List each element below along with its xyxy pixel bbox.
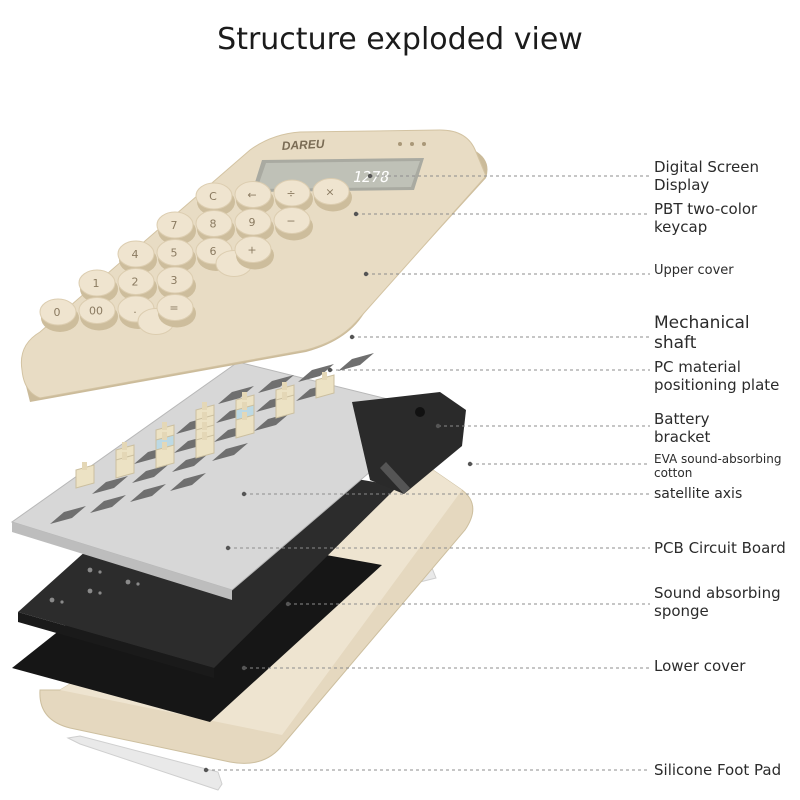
keycap-legend: 5 — [171, 247, 178, 260]
diagram-title: Structure exploded view — [217, 22, 583, 57]
pcb-pad — [98, 570, 102, 574]
keycap-legend: C — [209, 190, 217, 203]
keycap: 8 — [195, 210, 235, 244]
keycap: ÷ — [273, 179, 313, 213]
keycap-legend: 0 — [54, 306, 61, 319]
keycap: 3 — [156, 266, 196, 300]
brand-logo: DAREU — [281, 137, 325, 153]
keycap-legend: 3 — [171, 274, 178, 287]
switch-stem — [162, 422, 167, 430]
keycap: 7 — [156, 211, 196, 245]
label-pc-positioning-plate: PC material positioning plate — [654, 358, 780, 394]
switch-stem — [242, 412, 247, 420]
pcb-pad — [49, 597, 55, 603]
keycap: ← — [234, 181, 274, 215]
keycap-legend: 6 — [210, 245, 217, 258]
switch-stem — [282, 392, 287, 400]
keycap-legend: 7 — [171, 219, 178, 232]
keycap: 0 — [39, 298, 79, 332]
label-pcb-circuit-board: PCB Circuit Board — [654, 539, 786, 557]
mechanical-switches-part — [75, 372, 335, 489]
label-battery-bracket: Battery bracket — [654, 410, 711, 446]
keycap: 1 — [78, 269, 118, 303]
plate-hole — [90, 495, 126, 513]
switch-stem — [162, 432, 167, 440]
label-lower-cover: Lower cover — [654, 657, 746, 675]
keycap: × — [312, 178, 352, 212]
plate-hole — [212, 443, 248, 461]
keycap-legend: 9 — [249, 216, 256, 229]
plate-hole — [258, 375, 294, 393]
label-sound-absorbing-sponge: Sound absorbing sponge — [654, 584, 781, 620]
keycap-legend: ← — [247, 189, 256, 202]
switch-stem — [202, 422, 207, 430]
label-satellite-axis: satellite axis — [654, 486, 743, 502]
label-mechanical-shaft: Mechanical shaft — [654, 313, 750, 354]
keycap-legend: 00 — [89, 305, 103, 318]
keycap-legend: 1 — [93, 277, 100, 290]
keycap-legend: × — [325, 186, 334, 199]
switch-stem — [202, 402, 207, 410]
pcb-pad — [60, 600, 64, 604]
pcb-pad — [87, 567, 93, 573]
keycap: + — [215, 236, 274, 277]
plate-hole — [172, 454, 208, 472]
keycap: − — [273, 207, 313, 241]
switch-housing — [115, 454, 135, 479]
keycap-legend: = — [169, 302, 178, 315]
plate-hole — [254, 413, 290, 431]
pcb-pad — [136, 582, 140, 586]
switch-stem — [202, 432, 207, 440]
plate-hole — [298, 364, 334, 382]
switch-stem — [82, 462, 87, 470]
keycap-legend: 2 — [132, 276, 139, 289]
label-eva-cotton: EVA sound-absorbing cotton — [654, 452, 782, 481]
pcb-pad — [87, 588, 93, 594]
pcb-pad — [98, 591, 102, 595]
switch-stem — [282, 382, 287, 390]
plate-hole — [338, 353, 374, 371]
keycap-legend: + — [247, 244, 256, 257]
plate-hole — [92, 476, 128, 494]
plate-hole — [218, 386, 254, 404]
switch-stem — [322, 372, 327, 380]
switch-stem — [242, 402, 247, 410]
keycap: = — [137, 294, 196, 335]
keycap: 4 — [117, 240, 157, 274]
battery-bracket-part — [352, 392, 466, 494]
keycap: C — [195, 182, 235, 216]
switch-housing — [275, 394, 295, 419]
keycap: 00 — [78, 297, 118, 331]
switch-housing — [195, 434, 215, 459]
plate-hole — [130, 484, 166, 502]
keycap-legend: 4 — [132, 248, 139, 261]
switch-stem — [242, 392, 247, 400]
switch-housing — [155, 444, 175, 469]
label-pbt-keycap: PBT two-color keycap — [654, 200, 758, 236]
switch-stem — [122, 452, 127, 460]
switch-housing — [315, 374, 335, 399]
keycap-legend: 8 — [210, 218, 217, 231]
label-silicone-foot-pad: Silicone Foot Pad — [654, 761, 782, 779]
label-digital-screen-display: Digital Screen Display — [654, 158, 759, 194]
keycap-legend: ÷ — [286, 187, 295, 200]
plate-hole — [170, 473, 206, 491]
indicator-dots — [398, 142, 426, 146]
keycap: 2 — [117, 268, 157, 302]
switch-housing — [235, 414, 255, 439]
keycap-legend: − — [286, 215, 295, 228]
switch-stem — [122, 442, 127, 450]
label-upper-cover: Upper cover — [654, 263, 734, 278]
pcb-pad — [125, 579, 131, 585]
keycap-legend: . — [133, 303, 137, 316]
switch-stem — [202, 412, 207, 420]
keycap: 9 — [234, 208, 274, 242]
plate-hole — [132, 465, 168, 483]
switch-housing — [75, 464, 95, 489]
plate-hole — [50, 506, 86, 524]
switch-stem — [162, 442, 167, 450]
keycap: 5 — [156, 239, 196, 273]
